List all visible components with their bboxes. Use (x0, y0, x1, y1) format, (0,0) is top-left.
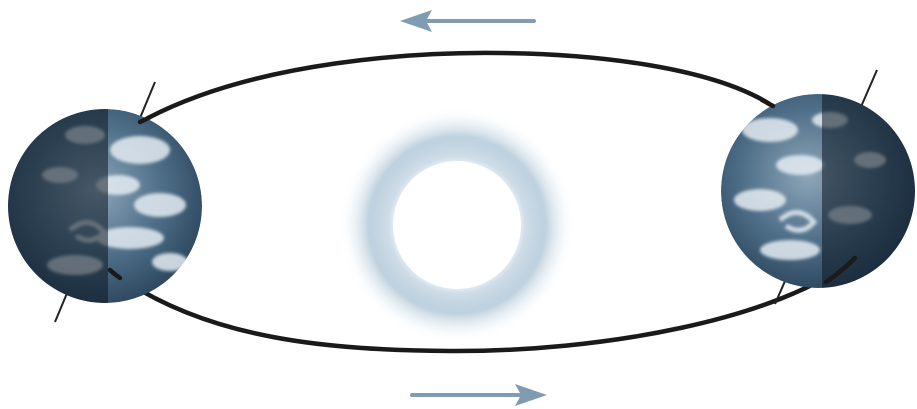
earth-left (0, 82, 202, 322)
arrow-right-icon (412, 384, 547, 406)
earth-left-night-side (0, 100, 108, 320)
sun-icon (393, 161, 521, 289)
arrow-left-icon (400, 10, 534, 32)
earth-icon (721, 80, 917, 300)
earth-right (721, 70, 917, 304)
sun (339, 107, 575, 343)
earth-icon (0, 100, 202, 320)
earth-right-night-side (822, 80, 917, 300)
